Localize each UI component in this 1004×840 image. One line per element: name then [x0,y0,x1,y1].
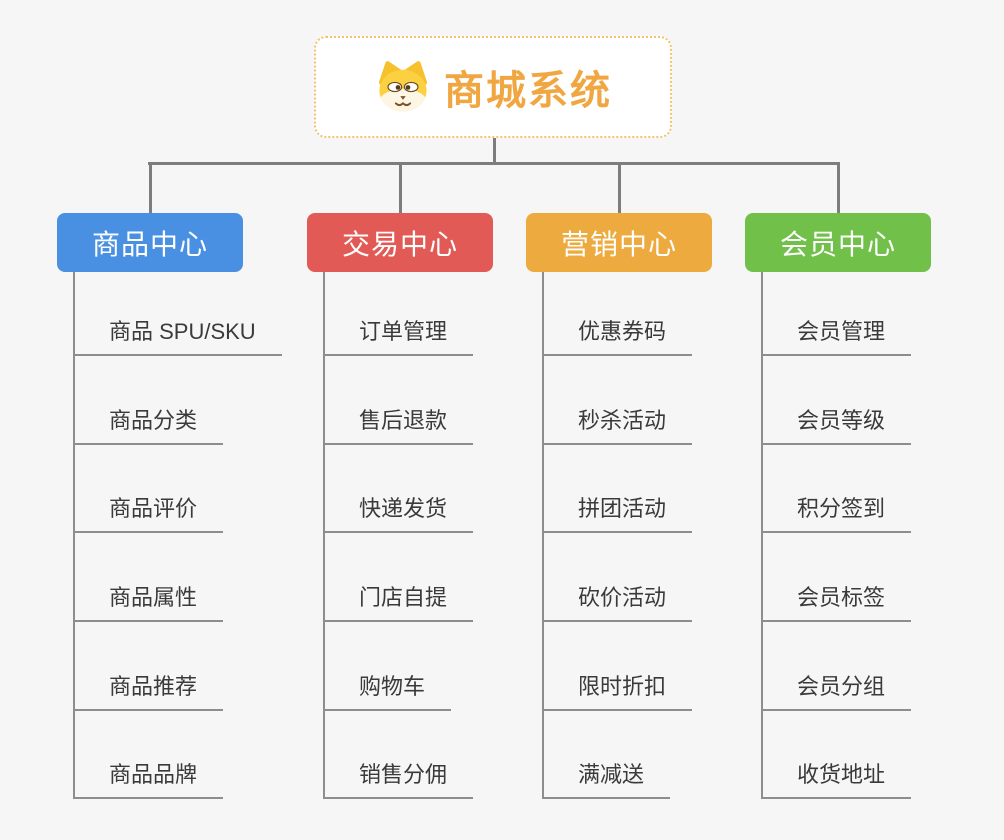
branch-marketing-center: 营销中心 优惠券码 秒杀活动 拼团活动 砍价活动 限时折扣 满减送 [526,213,712,800]
connector-drop-marketing-center [617,162,621,213]
branch-box-trade-center[interactable]: 交易中心 [307,213,493,272]
leaf-label[interactable]: 会员标签 [763,580,912,623]
leaf-node: 优惠券码 [544,272,693,356]
leaf-label[interactable]: 门店自提 [325,580,474,623]
leaf-node: 售后退款 [325,356,474,445]
leaf-label[interactable]: 商品分类 [75,403,224,445]
leaf-label[interactable]: 优惠券码 [544,314,693,356]
leaf-column-product-center: 商品 SPU/SKU 商品分类 商品评价 商品属性 商品推荐 商品品牌 [73,272,282,800]
branch-label: 交易中心 [341,228,458,260]
branch-product-center: 商品中心 商品 SPU/SKU 商品分类 商品评价 商品属性 商品推荐 商品品牌 [57,213,282,800]
leaf-label[interactable]: 会员分组 [763,669,912,711]
leaf-label[interactable]: 商品评价 [75,491,224,534]
leaf-node: 快递发货 [325,445,474,534]
branch-label: 会员中心 [779,228,896,260]
leaf-node: 积分签到 [763,445,912,534]
leaf-node: 收货地址 [763,711,912,800]
leaf-label[interactable]: 售后退款 [325,403,474,445]
leaf-column-member-center: 会员管理 会员等级 积分签到 会员标签 会员分组 收货地址 [761,272,912,800]
branch-label: 商品中心 [91,228,208,260]
leaf-label[interactable]: 砍价活动 [544,580,693,623]
connector-drop-trade-center [399,162,402,213]
leaf-label[interactable]: 商品 SPU/SKU [75,314,282,356]
leaf-node: 订单管理 [325,272,474,356]
leaf-label[interactable]: 订单管理 [325,314,474,356]
leaf-node: 商品品牌 [75,711,282,800]
branch-box-product-center[interactable]: 商品中心 [57,213,243,272]
leaf-label[interactable]: 商品属性 [75,580,224,623]
leaf-node: 秒杀活动 [544,356,693,445]
branch-box-marketing-center[interactable]: 营销中心 [526,213,712,272]
leaf-node: 限时折扣 [544,622,693,711]
leaf-label[interactable]: 会员管理 [763,314,912,356]
leaf-node: 购物车 [325,622,473,711]
root-node[interactable]: 商城系统 [314,36,672,138]
connector-drop-member-center [836,162,840,213]
leaf-node: 会员等级 [763,356,912,445]
leaf-node: 会员标签 [763,533,912,623]
leaf-node: 商品分类 [75,356,282,445]
leaf-label[interactable]: 满减送 [544,757,671,800]
leaf-node: 会员分组 [763,622,912,711]
shiba-dog-icon [374,60,432,114]
leaf-label[interactable]: 限时折扣 [544,669,693,711]
leaf-label[interactable]: 购物车 [325,669,452,711]
branch-member-center: 会员中心 会员管理 会员等级 积分签到 会员标签 会员分组 收货地址 [745,213,931,800]
leaf-node: 门店自提 [325,533,474,623]
leaf-node: 销售分佣 [325,711,474,800]
branch-trade-center: 交易中心 订单管理 售后退款 快递发货 门店自提 购物车 销售分佣 [307,213,493,800]
leaf-label[interactable]: 商品品牌 [75,757,224,800]
connector-horizontal-rail [148,162,840,165]
leaf-label[interactable]: 积分签到 [763,491,912,534]
leaf-label[interactable]: 会员等级 [763,403,912,445]
leaf-column-trade-center: 订单管理 售后退款 快递发货 门店自提 购物车 销售分佣 [323,272,474,800]
leaf-label[interactable]: 销售分佣 [325,757,474,800]
leaf-node: 拼团活动 [544,445,693,534]
leaf-label[interactable]: 秒杀活动 [544,403,693,445]
connector-drop-product-center [148,162,152,213]
branch-box-member-center[interactable]: 会员中心 [745,213,931,272]
connector-root-stem [493,138,496,163]
leaf-node: 会员管理 [763,272,912,356]
leaf-node: 商品推荐 [75,622,282,711]
leaf-label[interactable]: 收货地址 [763,757,912,800]
leaf-label[interactable]: 拼团活动 [544,491,693,534]
leaf-node: 砍价活动 [544,533,693,623]
leaf-label[interactable]: 快递发货 [325,491,474,534]
leaf-node: 商品属性 [75,533,282,623]
leaf-node: 商品 SPU/SKU [75,272,282,356]
leaf-node: 商品评价 [75,445,282,534]
leaf-column-marketing-center: 优惠券码 秒杀活动 拼团活动 砍价活动 限时折扣 满减送 [542,272,693,800]
leaf-label[interactable]: 商品推荐 [75,669,224,711]
branch-label: 营销中心 [560,228,677,260]
leaf-node: 满减送 [544,711,692,800]
root-title: 商城系统 [444,69,612,113]
